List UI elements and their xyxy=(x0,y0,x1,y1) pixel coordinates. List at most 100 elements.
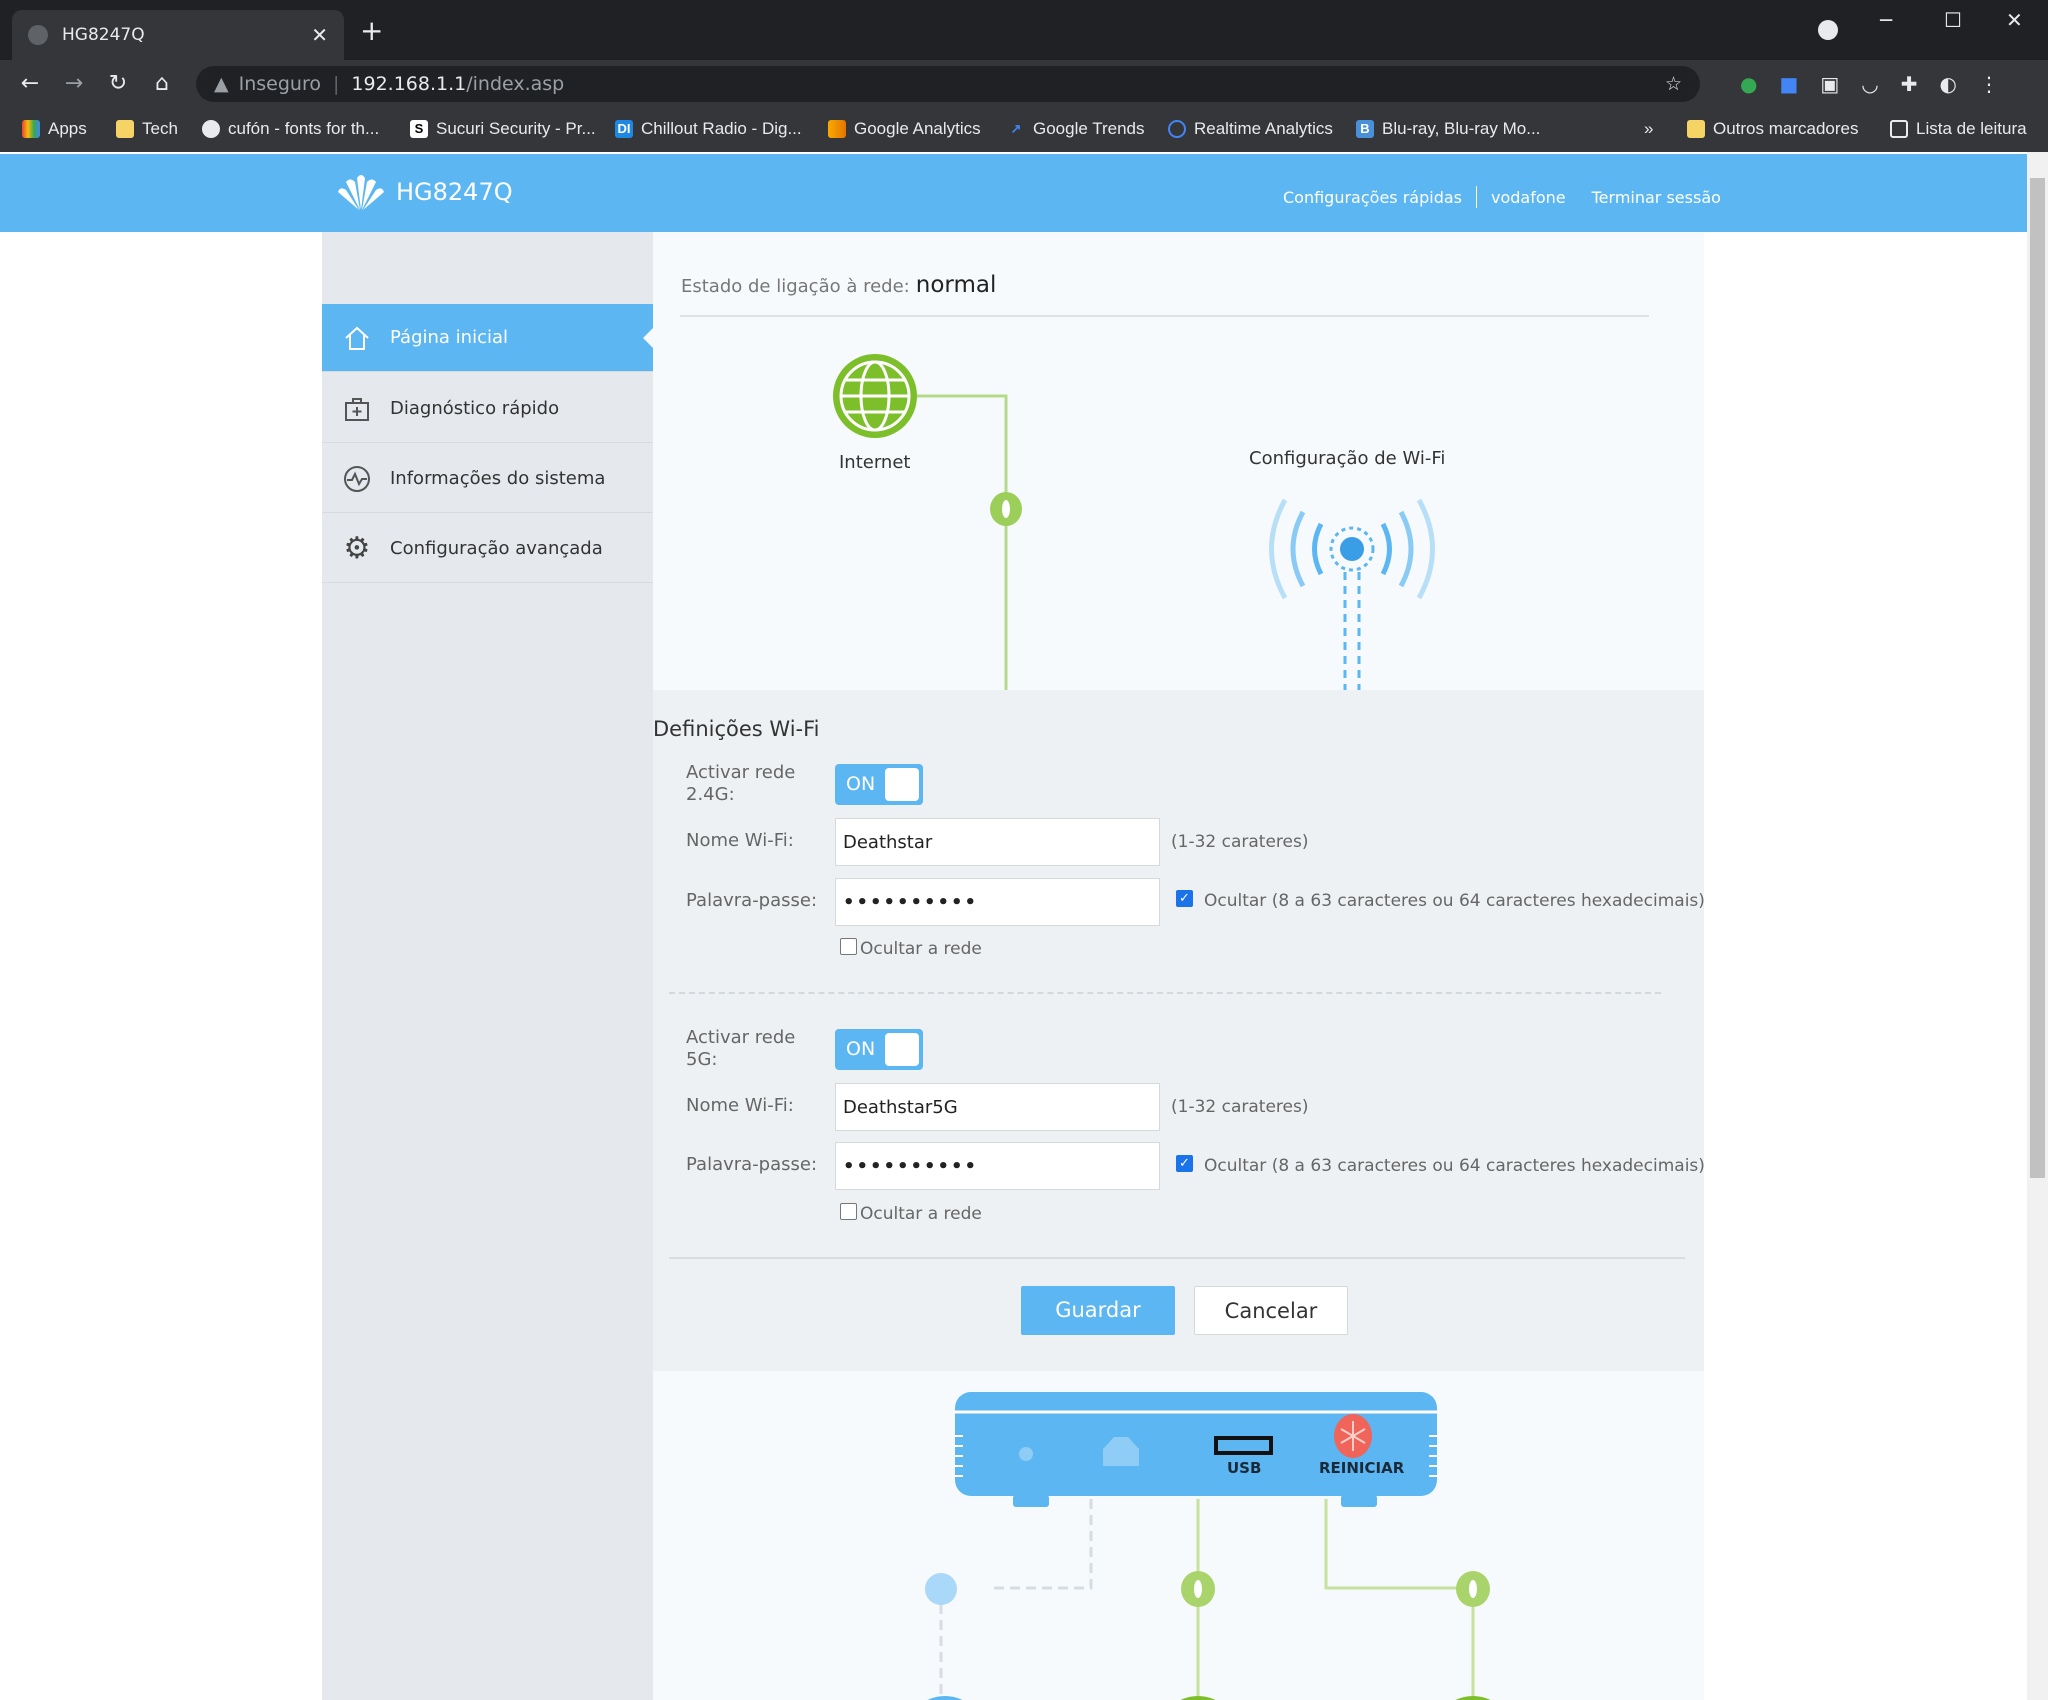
wifi-name-24g-label: Nome Wi-Fi: xyxy=(686,830,794,851)
clock-icon xyxy=(1168,120,1186,138)
hide-network-5g-checkbox[interactable] xyxy=(840,1203,857,1220)
cancel-button[interactable]: Cancelar xyxy=(1194,1286,1348,1335)
extension-icon[interactable]: ▣ xyxy=(1820,72,1840,96)
pocket-icon[interactable]: ◡ xyxy=(1861,72,1879,96)
scrollbar-thumb[interactable] xyxy=(2030,178,2045,1178)
extension-icon[interactable]: ● xyxy=(1740,72,1758,96)
wifi-name-24g-input[interactable]: Deathstar xyxy=(835,818,1160,866)
warning-icon: ▲ xyxy=(214,73,229,95)
extension-icon[interactable]: ■ xyxy=(1779,72,1799,96)
divider xyxy=(680,315,1649,317)
forward-icon[interactable]: → xyxy=(64,71,84,96)
hide-network-24g-checkbox[interactable] xyxy=(840,938,857,955)
maximize-button[interactable]: ☐ xyxy=(1944,8,1962,32)
enable-24g-label: Activar rede 2.4G: xyxy=(686,762,796,805)
internet-label[interactable]: Internet xyxy=(839,452,911,473)
bookmark-cufon[interactable]: cufón - fonts for th... xyxy=(202,119,379,139)
bookmark-apps[interactable]: Apps xyxy=(22,119,87,139)
more-bookmarks-button[interactable]: » xyxy=(1644,119,1654,138)
hide-password-5g-checkbox[interactable]: ✓ xyxy=(1176,1155,1193,1172)
sidebar-item-label: Página inicial xyxy=(390,327,509,348)
security-label: Inseguro xyxy=(238,73,321,95)
new-tab-button[interactable]: + xyxy=(360,14,384,47)
di-icon: DI xyxy=(615,120,633,138)
usb-port-icon xyxy=(1214,1436,1273,1455)
wifi-name-5g-label: Nome Wi-Fi: xyxy=(686,1095,794,1116)
wifi-name-5g-input[interactable]: Deathstar5G xyxy=(835,1083,1160,1131)
avatar[interactable]: ◐ xyxy=(1939,72,1957,96)
lan-device-icon xyxy=(1455,1696,1491,1700)
wifi-settings-panel xyxy=(653,690,1704,1371)
save-button[interactable]: Guardar xyxy=(1021,1286,1175,1335)
folder-icon xyxy=(116,120,134,138)
sidebar-item-diagnostics[interactable]: Diagnóstico rápido xyxy=(322,375,653,443)
hide-password-24g-checkbox[interactable]: ✓ xyxy=(1176,890,1193,907)
back-icon[interactable]: ← xyxy=(20,71,40,96)
minimize-button[interactable]: ─ xyxy=(1880,8,1893,32)
close-tab-icon[interactable]: ✕ xyxy=(311,23,328,47)
quick-setup-link[interactable]: Configurações rápidas xyxy=(1283,187,1462,207)
bookmark-realtime[interactable]: Realtime Analytics xyxy=(1168,119,1333,139)
sidebar-item-home[interactable]: Página inicial xyxy=(322,304,653,372)
other-bookmarks[interactable]: Outros marcadores xyxy=(1687,119,1859,139)
wifi-node-icon xyxy=(925,1573,957,1605)
sidebar xyxy=(322,232,653,1700)
status-label: Estado de ligação à rede: xyxy=(681,276,910,297)
divider xyxy=(1476,186,1477,208)
reading-list[interactable]: Lista de leitura xyxy=(1890,119,2027,139)
password-24g-input[interactable]: •••••••••• xyxy=(835,878,1160,926)
ethernet-port-icon xyxy=(1103,1437,1139,1466)
address-bar[interactable]: ▲ Inseguro | 192.168.1.1/index.asp ☆ xyxy=(196,66,1700,102)
gear-icon: ⚙ xyxy=(343,531,371,566)
sidebar-item-label: Configuração avançada xyxy=(390,538,603,559)
bookmark-star-icon[interactable]: ☆ xyxy=(1664,73,1682,95)
enable-24g-toggle[interactable]: ON xyxy=(835,764,923,805)
pulse-icon xyxy=(342,464,372,494)
bookmark-label: Google Analytics xyxy=(854,119,981,138)
sidebar-item-system-info[interactable]: Informações do sistema xyxy=(322,445,653,513)
toggle-state: ON xyxy=(846,1038,876,1060)
bookmark-label: Blu-ray, Blu-ray Mo... xyxy=(1382,119,1541,138)
section-divider xyxy=(669,1257,1685,1259)
status-value: normal xyxy=(915,272,997,298)
bookmark-analytics[interactable]: Google Analytics xyxy=(828,119,981,139)
trends-icon: ↗ xyxy=(1010,121,1022,136)
section-divider xyxy=(669,992,1661,994)
network-diagram: Internet Configuração de Wi-Fi xyxy=(653,232,1704,690)
wifi-name-5g-hint: (1-32 carateres) xyxy=(1171,1097,1309,1117)
password-5g-input[interactable]: •••••••••• xyxy=(835,1142,1160,1190)
wifi-antenna-icon xyxy=(1269,498,1435,690)
bookmark-label: Lista de leitura xyxy=(1916,119,2027,138)
sidebar-item-label: Informações do sistema xyxy=(390,468,606,489)
profile-menu-icon[interactable] xyxy=(1818,20,1838,40)
menu-icon[interactable]: ⋮ xyxy=(1978,72,1999,96)
close-window-button[interactable]: ✕ xyxy=(2006,8,2023,32)
logout-link[interactable]: Terminar sessão xyxy=(1591,187,1721,207)
password-5g-label: Palavra-passe: xyxy=(686,1154,818,1175)
user-link[interactable]: vodafone xyxy=(1491,187,1566,207)
bookmark-label: Tech xyxy=(142,119,178,138)
toggle-knob xyxy=(885,1033,919,1066)
bookmark-tech[interactable]: Tech xyxy=(116,119,178,139)
bookmark-label: cufón - fonts for th... xyxy=(228,119,380,138)
reload-icon[interactable]: ↻ xyxy=(108,71,128,96)
enable-5g-toggle[interactable]: ON xyxy=(835,1029,923,1070)
bookmark-trends[interactable]: ↗ Google Trends xyxy=(1007,119,1145,139)
enable-5g-label: Activar rede 5G: xyxy=(686,1027,796,1070)
url-path: /index.asp xyxy=(466,73,565,95)
restart-label[interactable]: REINICIAR xyxy=(1319,1459,1405,1477)
bookmark-label: Google Trends xyxy=(1033,119,1145,138)
bookmark-label: Sucuri Security - Pr... xyxy=(436,119,596,138)
sidebar-item-advanced[interactable]: ⚙ Configuração avançada xyxy=(322,515,653,583)
lan-device-icon xyxy=(1180,1696,1216,1700)
browser-tab[interactable]: HG8247Q✕ xyxy=(12,10,344,60)
wifi-config-label[interactable]: Configuração de Wi-Fi xyxy=(1249,448,1446,469)
wifi-settings-title: Definições Wi-Fi xyxy=(653,717,820,741)
extensions-puzzle-icon[interactable]: ✚ xyxy=(1900,72,1918,96)
home-icon[interactable]: ⌂ xyxy=(155,71,169,96)
globe-icon xyxy=(833,354,917,438)
